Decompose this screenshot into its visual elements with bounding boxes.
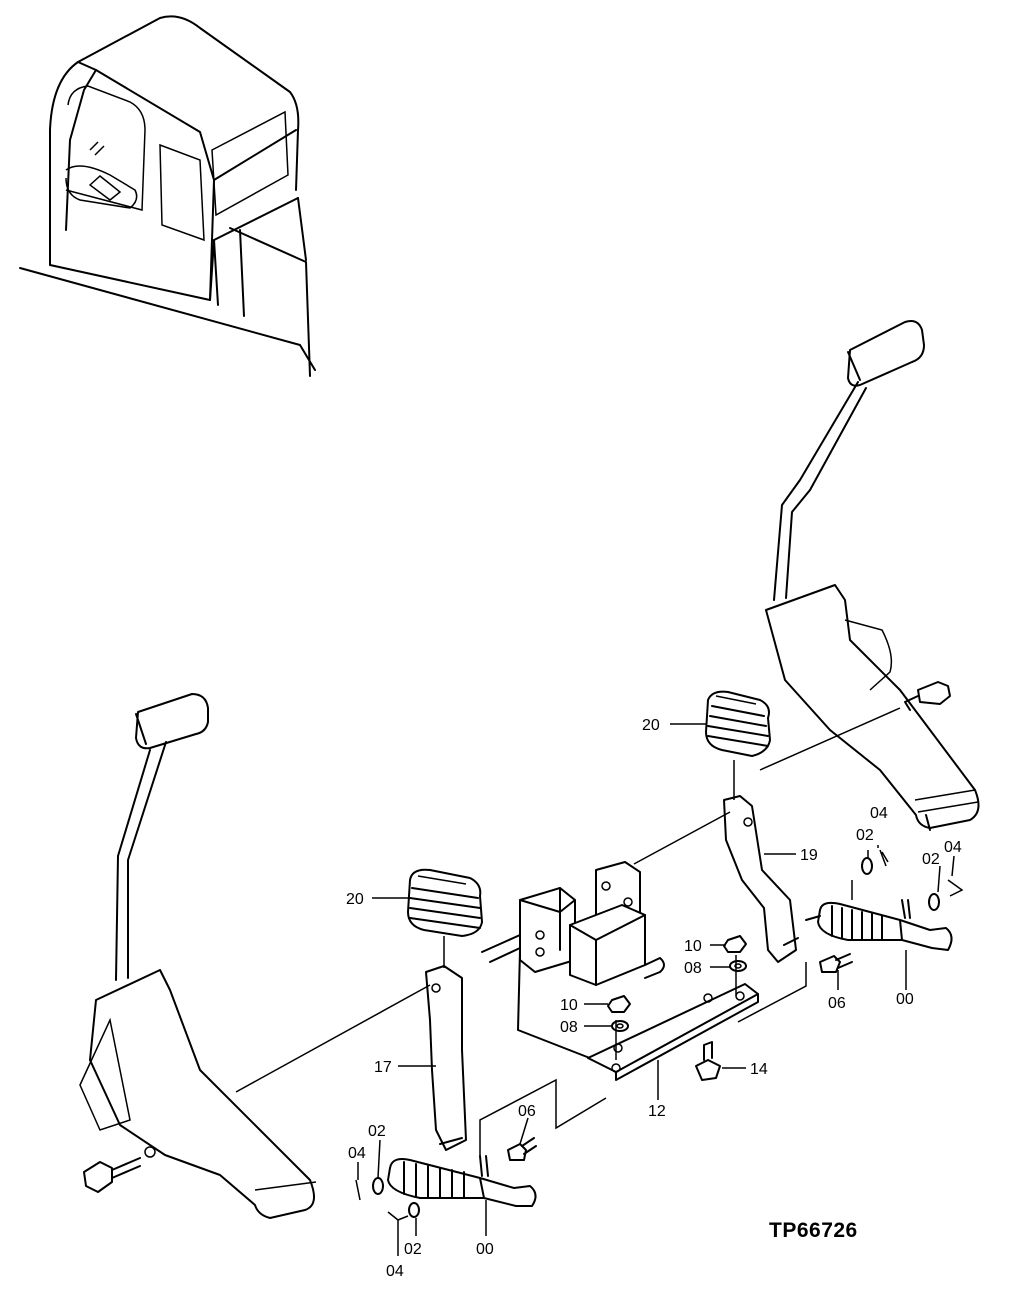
callout-08-upper: 08 bbox=[684, 960, 702, 977]
pin-assembly-00-right bbox=[805, 899, 953, 951]
callout-06-right: 06 bbox=[828, 995, 846, 1012]
callout-14: 14 bbox=[750, 1061, 768, 1078]
nut-10-upper bbox=[723, 935, 747, 953]
pilot-valve-body bbox=[481, 861, 665, 1063]
clip-04-left-b bbox=[387, 1211, 409, 1221]
callout-10-lower: 10 bbox=[560, 997, 578, 1014]
callout-20-lower: 20 bbox=[346, 891, 364, 908]
callout-08-lower: 08 bbox=[560, 1019, 578, 1036]
callout-00-left: 00 bbox=[476, 1241, 494, 1258]
pedal-arm-19 bbox=[723, 795, 799, 963]
callout-00-right: 00 bbox=[896, 991, 914, 1008]
right-travel-lever bbox=[765, 320, 980, 831]
washer-02-right-b bbox=[928, 893, 940, 911]
bolt-06-left bbox=[507, 1137, 537, 1161]
assembly-lines bbox=[235, 707, 901, 1156]
callout-04-right-a: 04 bbox=[870, 805, 888, 822]
mounting-plate-12 bbox=[587, 983, 759, 1081]
callout-06-left: 06 bbox=[518, 1103, 536, 1120]
callout-19: 19 bbox=[800, 847, 818, 864]
callout-02-left-b: 02 bbox=[404, 1241, 422, 1258]
callout-10-upper: 10 bbox=[684, 938, 702, 955]
callout-04-left-a: 04 bbox=[348, 1145, 366, 1162]
pedal-arm-17 bbox=[425, 965, 467, 1151]
callout-12: 12 bbox=[648, 1103, 666, 1120]
callout-02-left-a: 02 bbox=[368, 1123, 386, 1140]
rubber-boot-lower bbox=[407, 868, 483, 937]
rubber-boot-upper bbox=[705, 690, 771, 757]
callout-04-left-b: 04 bbox=[386, 1263, 404, 1280]
washer-02-left-b bbox=[408, 1202, 420, 1218]
leader-lines bbox=[357, 723, 955, 1256]
bolt-14 bbox=[695, 1041, 721, 1081]
pin-assembly-00-left bbox=[387, 1155, 537, 1207]
drawing-reference-number: TP66726 bbox=[769, 1219, 858, 1242]
clip-04-left-a bbox=[355, 1179, 361, 1201]
callout-20-upper: 20 bbox=[642, 717, 660, 734]
callout-17: 17 bbox=[374, 1059, 392, 1076]
callout-02-right-b: 02 bbox=[922, 851, 940, 868]
callout-02-right-a: 02 bbox=[856, 827, 874, 844]
washer-02-right-a bbox=[861, 857, 873, 875]
bolt-right-lever bbox=[904, 681, 951, 711]
callout-labels: 20 20 19 17 12 14 10 08 10 08 06 06 00 0… bbox=[346, 717, 962, 1280]
left-travel-lever bbox=[79, 693, 317, 1219]
bolt-06-right bbox=[819, 953, 853, 973]
clip-04-right-b bbox=[947, 879, 964, 897]
nut-10-lower bbox=[607, 995, 631, 1013]
callout-04-right-b: 04 bbox=[944, 839, 962, 856]
washer-08-upper bbox=[729, 960, 747, 972]
bolt-left-lever bbox=[83, 1146, 156, 1193]
washer-02-left-a bbox=[372, 1177, 384, 1195]
washer-08-lower bbox=[611, 1020, 629, 1032]
clip-04-right-a bbox=[879, 849, 889, 867]
cab-illustration bbox=[19, 15, 316, 377]
